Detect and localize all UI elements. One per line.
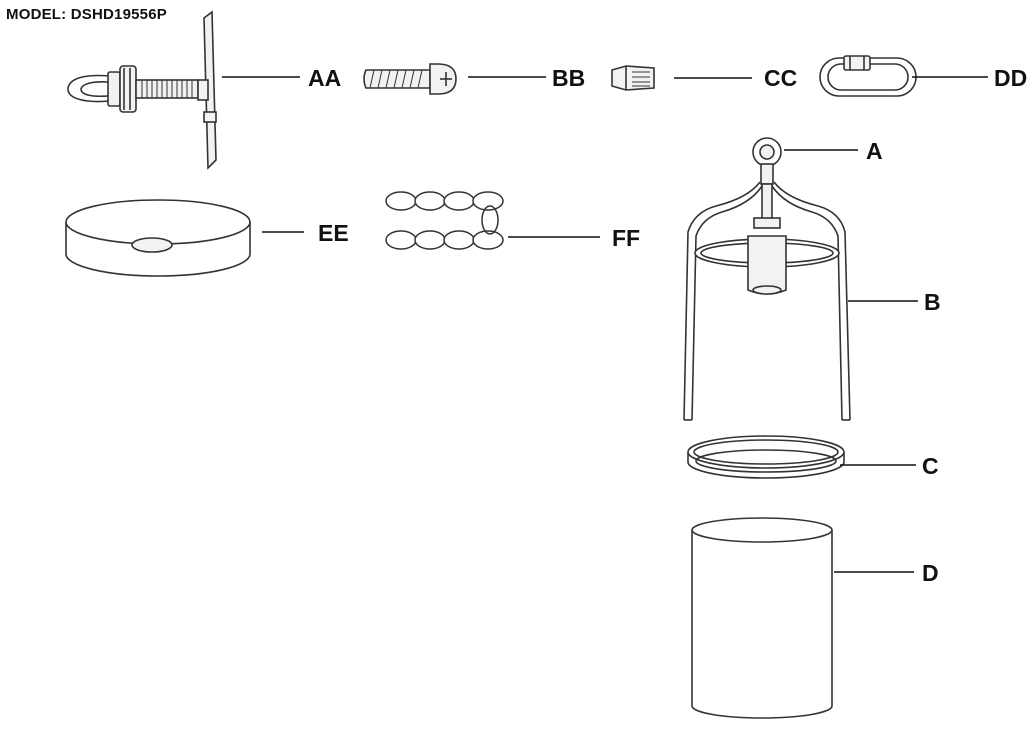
part-c-ring: [687, 435, 845, 479]
part-b-frame: [683, 181, 851, 421]
part-bb-screw: [363, 63, 457, 95]
label-bb: BB: [552, 65, 585, 91]
part-a-loop: [752, 137, 782, 185]
label-aa: AA: [308, 65, 341, 91]
label-c: C: [922, 453, 939, 479]
part-dd-quick-link: [819, 55, 917, 97]
part-ff-chain: [385, 191, 504, 250]
label-ee: EE: [318, 220, 349, 246]
part-ee-canopy: [65, 199, 251, 277]
label-ff: FF: [612, 225, 640, 251]
part-cc-wire-nut: [611, 65, 655, 91]
label-d: D: [922, 560, 939, 586]
label-a: A: [866, 138, 883, 164]
part-d-glass-shade: [691, 517, 833, 719]
label-cc: CC: [764, 65, 797, 91]
part-aa-mounting-strap: [67, 10, 217, 170]
label-b: B: [924, 289, 941, 315]
label-dd: DD: [994, 65, 1027, 91]
model-label: MODEL: DSHD19556P: [6, 6, 167, 23]
